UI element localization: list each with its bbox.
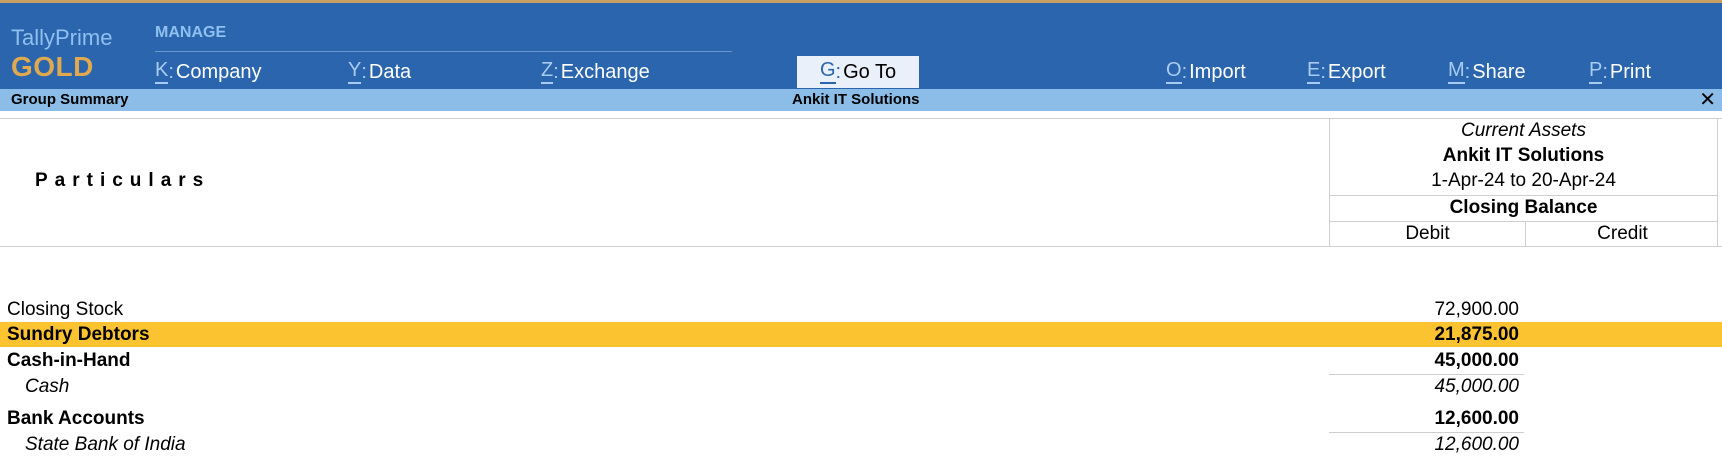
table-row[interactable]: Bank Accounts 12,600.00	[0, 406, 1722, 431]
row-label: Sundry Debtors	[7, 324, 150, 345]
share-menu-label: Share	[1472, 60, 1526, 83]
subtotal-line	[1329, 432, 1524, 433]
import-menu[interactable]: O: Import	[1166, 59, 1246, 84]
table-row-selected[interactable]: Sundry Debtors 21,875.00	[0, 322, 1722, 347]
row-debit-amount: 72,900.00	[1434, 299, 1519, 320]
export-shortcut-key: E	[1307, 60, 1321, 84]
brand-tier: GOLD	[11, 51, 94, 82]
group-name: Current Assets	[1461, 120, 1586, 141]
subtotal-line	[1329, 374, 1524, 375]
report-title-bar: Group Summary Ankit IT Solutions ✕	[0, 89, 1722, 111]
report-period: 1-Apr-24 to 20-Apr-24	[1431, 170, 1616, 191]
credit-heading: Credit	[1597, 223, 1648, 244]
manage-label: MANAGE	[155, 24, 227, 41]
go-to-shortcut-key: G	[819, 60, 836, 84]
debit-heading: Debit	[1405, 223, 1450, 244]
export-menu-label: Export	[1327, 60, 1386, 83]
row-label: Cash	[25, 376, 70, 397]
print-shortcut-key: P	[1589, 60, 1603, 84]
go-to-label: Go To	[843, 60, 897, 83]
column-company-name: Ankit IT Solutions	[1442, 145, 1605, 166]
exchange-shortcut-key: Z	[541, 60, 554, 84]
report-name: Group Summary	[11, 91, 129, 108]
row-debit-amount: 45,000.00	[1434, 350, 1519, 371]
close-icon[interactable]: ✕	[1699, 89, 1716, 111]
company-shortcut-key: K	[155, 60, 169, 84]
amount-column-header: Current Assets Ankit IT Solutions 1-Apr-…	[1329, 119, 1718, 247]
exchange-menu-label: Exchange	[560, 60, 650, 83]
print-menu-label: Print	[1609, 60, 1652, 83]
company-menu-label: Company	[175, 60, 262, 83]
print-menu[interactable]: P: Print	[1589, 59, 1652, 84]
row-debit-amount: 21,875.00	[1434, 324, 1519, 345]
import-shortcut-key: O	[1166, 60, 1182, 84]
go-to-button[interactable]: G: Go To	[797, 56, 919, 88]
row-debit-amount: 45,000.00	[1434, 376, 1519, 397]
table-row[interactable]: Cash-in-Hand 45,000.00	[0, 348, 1722, 373]
share-shortcut-key: M	[1448, 60, 1465, 84]
row-label: State Bank of India	[25, 434, 186, 455]
data-shortcut-key: Y	[348, 60, 362, 84]
table-row-sub[interactable]: State Bank of India 12,600.00	[0, 432, 1722, 457]
top-toolbar: TallyPrime GOLD MANAGE K: Company Y: Dat…	[0, 0, 1722, 89]
manage-divider	[155, 51, 732, 52]
data-menu-label: Data	[368, 60, 412, 83]
brand-name: TallyPrime	[11, 25, 113, 50]
header-divider	[1330, 195, 1717, 196]
import-menu-label: Import	[1189, 60, 1246, 83]
exchange-menu[interactable]: Z: Exchange	[541, 59, 650, 84]
table-row-sub[interactable]: Cash 45,000.00	[0, 374, 1722, 399]
closing-balance-heading: Closing Balance	[1449, 197, 1598, 218]
particulars-heading: Particulars	[35, 170, 211, 191]
column-divider	[1525, 221, 1526, 247]
row-label: Closing Stock	[7, 299, 124, 320]
share-menu[interactable]: M: Share	[1448, 59, 1526, 84]
row-label: Bank Accounts	[7, 408, 145, 429]
row-debit-amount: 12,600.00	[1434, 408, 1519, 429]
title-company-name: Ankit IT Solutions	[792, 91, 920, 108]
export-menu[interactable]: E: Export	[1307, 59, 1386, 84]
company-menu[interactable]: K: Company	[155, 59, 262, 84]
row-label: Cash-in-Hand	[7, 350, 131, 371]
row-debit-amount: 12,600.00	[1434, 434, 1519, 455]
table-row[interactable]: Closing Stock 72,900.00	[0, 297, 1722, 322]
report-header: Particulars Current Assets Ankit IT Solu…	[0, 118, 1722, 247]
header-divider	[1330, 221, 1717, 222]
data-menu[interactable]: Y: Data	[348, 59, 412, 84]
